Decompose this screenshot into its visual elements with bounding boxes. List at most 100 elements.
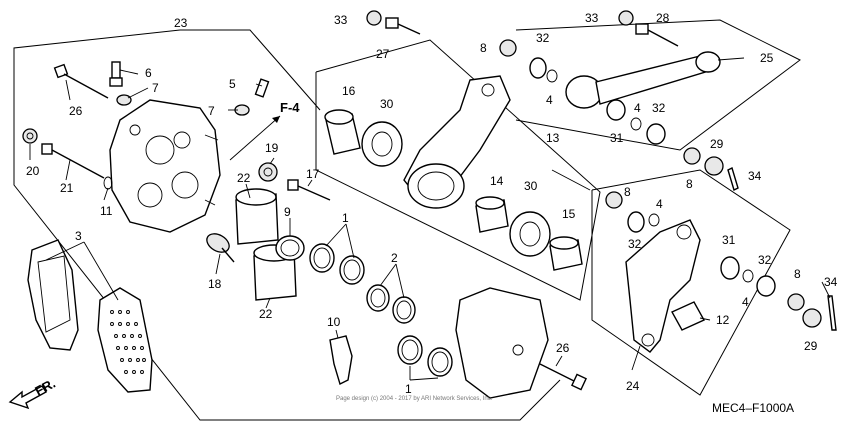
bush-16 — [324, 109, 361, 155]
callout-27: 27 — [376, 47, 390, 61]
nut-29b — [802, 308, 822, 328]
callout-17: 17 — [306, 167, 320, 181]
diagram-code: MEC4–F1000A — [712, 401, 794, 415]
callout-30a: 30 — [380, 97, 394, 111]
callout-32a: 32 — [536, 31, 550, 45]
bolt-26a — [53, 63, 109, 99]
callout-4d: 4 — [742, 295, 749, 309]
bolt-28 — [635, 23, 679, 47]
nut-29a — [704, 156, 724, 176]
pin-17 — [287, 179, 331, 201]
pin-34a — [727, 167, 739, 191]
copyright-watermark: Page design (c) 2004 - 2017 by ARI Netwo… — [336, 396, 493, 402]
seal-32a — [529, 57, 547, 79]
nut-8c — [605, 191, 623, 209]
nut-8a — [499, 39, 517, 57]
callout-32b: 32 — [652, 101, 666, 115]
ring-4d — [742, 269, 754, 283]
nut-8d — [787, 293, 805, 311]
callout-12: 12 — [716, 313, 730, 327]
caliper-outer-half — [455, 287, 549, 399]
callout-1b: 1 — [405, 382, 412, 396]
seal-9 — [275, 235, 305, 261]
callout-23: 23 — [174, 16, 188, 30]
callout-8c: 8 — [624, 185, 631, 199]
caliper-body — [109, 99, 221, 233]
callout-8b: 8 — [686, 177, 693, 191]
callout-5: 5 — [229, 77, 236, 91]
callout-31b: 31 — [722, 233, 736, 247]
callout-29b: 29 — [804, 339, 818, 353]
nut-33b — [618, 10, 634, 26]
callout-1a: 1 — [342, 211, 349, 225]
callout-29a: 29 — [710, 137, 724, 151]
bleeder-valve-6 — [109, 61, 123, 87]
callout-4a: 4 — [546, 93, 553, 107]
callout-3: 3 — [75, 229, 82, 243]
link-assembly-frame — [515, 19, 801, 151]
bearing-30b — [509, 211, 551, 257]
nut-8b — [683, 147, 701, 165]
callout-32d: 32 — [758, 253, 772, 267]
callout-25: 25 — [760, 51, 774, 65]
callout-6: 6 — [145, 66, 152, 80]
piston-22a — [235, 188, 279, 245]
collar-14 — [475, 196, 509, 233]
seal-32b — [646, 123, 666, 145]
callout-33b: 33 — [585, 11, 599, 25]
seal-1a — [309, 243, 365, 285]
callout-7a: 7 — [152, 81, 159, 95]
callout-21: 21 — [60, 181, 74, 195]
callout-30b: 30 — [524, 179, 538, 193]
clip-11 — [103, 176, 113, 190]
callout-26a: 26 — [69, 104, 83, 118]
pivot-arm-13 — [403, 75, 511, 209]
pad-spring-10 — [329, 335, 353, 385]
brake-pad-right — [97, 287, 153, 393]
seal-2 — [366, 284, 416, 324]
callout-19: 19 — [265, 141, 279, 155]
seal-1b — [397, 335, 453, 377]
callout-28: 28 — [656, 11, 670, 25]
callout-33a: 33 — [334, 13, 348, 27]
bolt-26b — [539, 363, 587, 391]
callout-8a: 8 — [480, 41, 487, 55]
pin-21 — [41, 143, 105, 179]
callout-4c: 4 — [656, 197, 663, 211]
callout-10: 10 — [327, 315, 341, 329]
callout-26b: 26 — [556, 341, 570, 355]
callout-31a: 31 — [610, 131, 624, 145]
callout-24: 24 — [626, 379, 640, 393]
clip-12 — [671, 301, 705, 331]
callout-14: 14 — [490, 174, 504, 188]
callout-34a: 34 — [748, 169, 762, 183]
caliper-subassembly-frame — [180, 29, 321, 111]
pin-34b — [827, 295, 837, 331]
nut-20 — [22, 128, 38, 144]
bleeder-valve-5 — [254, 78, 270, 98]
bolt-27 — [385, 17, 421, 35]
leader-lines — [29, 57, 831, 381]
bush-31b — [720, 256, 740, 280]
bush-31a — [606, 99, 626, 121]
ring-4c — [648, 213, 660, 227]
brake-pad-left — [27, 239, 79, 351]
callout-34b: 34 — [824, 275, 838, 289]
bolt-18 — [206, 233, 235, 263]
callout-18: 18 — [208, 277, 222, 291]
callout-20: 20 — [26, 164, 40, 178]
callout-15: 15 — [562, 207, 576, 221]
seal-32d — [756, 275, 776, 297]
bracket-assembly-frame — [591, 169, 791, 396]
bush-15 — [549, 236, 583, 271]
reference-label-f4: F-4 — [280, 100, 300, 115]
bearing-30a — [361, 121, 403, 167]
link-rod-25 — [565, 51, 721, 109]
callout-22a: 22 — [237, 171, 251, 185]
callout-2: 2 — [391, 251, 398, 265]
callout-22b: 22 — [259, 307, 273, 321]
nut-33a — [366, 10, 382, 26]
callout-16: 16 — [342, 84, 356, 98]
